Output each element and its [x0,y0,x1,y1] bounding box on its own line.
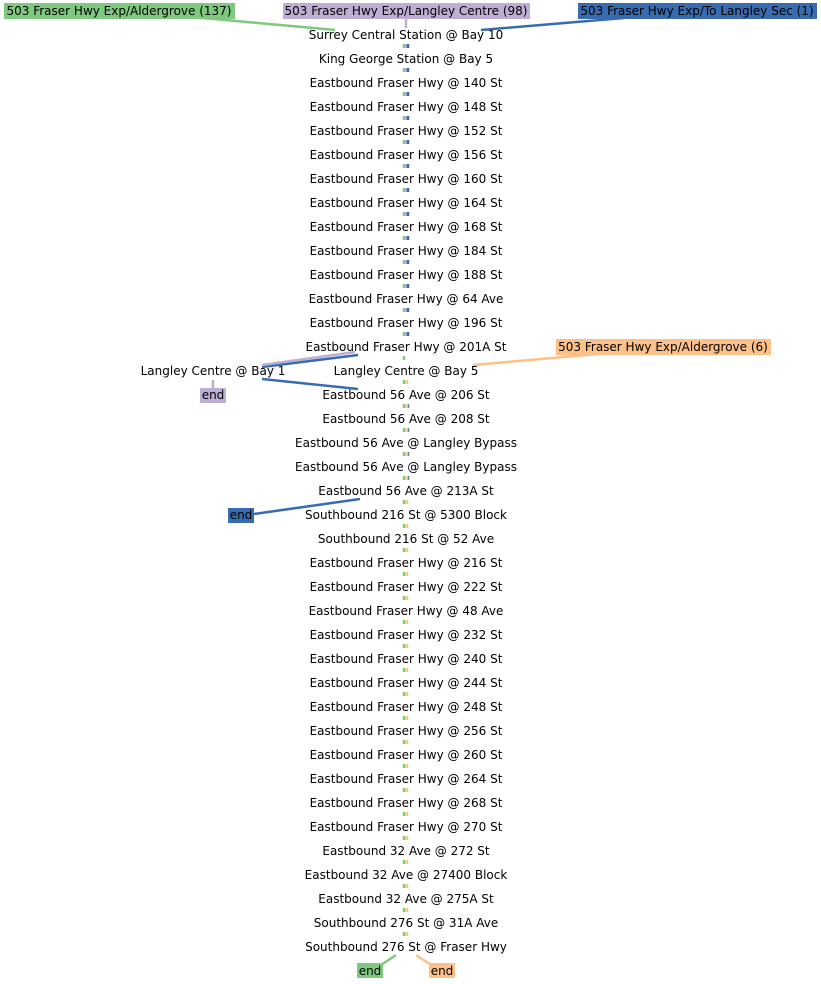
end-orange: end [431,964,454,978]
stop-label[interactable]: Eastbound Fraser Hwy @ 222 St [310,580,503,594]
edge-orange-start [472,352,599,367]
stop-label[interactable]: Eastbound Fraser Hwy @ 168 St [310,220,503,234]
stop-label[interactable]: Eastbound Fraser Hwy @ 244 St [310,676,503,690]
stop-label[interactable]: Eastbound Fraser Hwy @ 264 St [310,772,503,786]
stop-label[interactable]: Eastbound Fraser Hwy @ 248 St [310,700,503,714]
stop-label[interactable]: Eastbound Fraser Hwy @ 260 St [310,748,503,762]
stop-label[interactable]: Eastbound Fraser Hwy @ 188 St [310,268,503,282]
stop-label[interactable]: Eastbound Fraser Hwy @ 240 St [310,652,503,666]
stop-label[interactable]: Eastbound Fraser Hwy @ 270 St [310,820,503,834]
end-labels: end end end end [200,388,455,978]
stop-label[interactable]: Eastbound Fraser Hwy @ 184 St [310,244,503,258]
side-branch: Langley Centre @ Bay 1 [141,364,286,378]
stop-label[interactable]: Eastbound Fraser Hwy @ 268 St [310,796,503,810]
end-orange-bg [429,963,455,978]
stop-label[interactable]: Eastbound Fraser Hwy @ 152 St [310,124,503,138]
stop-label[interactable]: Eastbound 32 Ave @ 272 St [322,844,490,858]
stop-label[interactable]: Eastbound 56 Ave @ 208 St [322,412,490,426]
stop-labels: Surrey Central Station @ Bay 10 King Geor… [295,28,517,954]
edge-blue-to-bay1 [261,353,359,369]
end-blue-bg [228,508,254,523]
stop-langley-centre-bay-1[interactable]: Langley Centre @ Bay 1 [141,364,286,378]
edge-green-start [191,15,336,32]
stop-label[interactable]: Eastbound Fraser Hwy @ 160 St [310,172,503,186]
stop-label[interactable]: Eastbound Fraser Hwy @ 164 St [310,196,503,210]
stop-label[interactable]: Eastbound 56 Ave @ Langley Bypass [295,460,517,474]
route-label-to-langley-sec-1-bg [578,3,817,19]
edge-blue-end [253,497,361,516]
route-label-langley-centre-98-bg [283,3,530,19]
route-label-to-langley-sec-1[interactable]: 503 Fraser Hwy Exp/To Langley Sec (1) [580,4,813,18]
route-edges [191,15,625,969]
stop-label[interactable]: Surrey Central Station @ Bay 10 [309,28,503,42]
stop-label[interactable]: Eastbound Fraser Hwy @ 232 St [310,628,503,642]
stop-label[interactable]: Eastbound Fraser Hwy @ 64 Ave [309,292,504,306]
stop-label[interactable]: Southbound 276 St @ Fraser Hwy [305,940,507,954]
route-label-aldergrove-6-bg [556,339,771,355]
stop-label[interactable]: Eastbound Fraser Hwy @ 148 St [310,100,503,114]
route-labels: 503 Fraser Hwy Exp/Aldergrove (137) 503 … [4,3,817,355]
end-green: end [359,964,382,978]
route-label-aldergrove-137-bg [4,3,235,19]
route-label-aldergrove-6[interactable]: 503 Fraser Hwy Exp/Aldergrove (6) [558,340,768,354]
stop-label[interactable]: Eastbound 56 Ave @ 213A St [318,484,494,498]
route-label-langley-centre-98[interactable]: 503 Fraser Hwy Exp/Langley Centre (98) [285,4,528,18]
stop-label[interactable]: Eastbound Fraser Hwy @ 156 St [310,148,503,162]
end-purple: end [202,388,225,402]
stop-label[interactable]: Southbound 276 St @ 31A Ave [314,916,498,930]
stop-label[interactable]: Eastbound Fraser Hwy @ 256 St [310,724,503,738]
stop-label[interactable]: Southbound 216 St @ 5300 Block [305,508,507,522]
edge-blue-start [480,16,625,32]
stop-label[interactable]: Eastbound 56 Ave @ 206 St [322,388,490,402]
end-green-bg [357,963,383,978]
stop-label[interactable]: Eastbound 32 Ave @ 275A St [318,892,494,906]
stop-label[interactable]: Eastbound Fraser Hwy @ 201A St [305,340,506,354]
end-purple-bg [200,388,226,403]
stop-label[interactable]: Eastbound Fraser Hwy @ 140 St [310,76,503,90]
stop-label[interactable]: Eastbound 32 Ave @ 27400 Block [305,868,508,882]
edge-purple-to-bay1 [261,350,356,367]
stop-label[interactable]: Eastbound 56 Ave @ Langley Bypass [295,436,517,450]
stop-label[interactable]: Eastbound Fraser Hwy @ 48 Ave [309,604,504,618]
stop-label[interactable]: Eastbound Fraser Hwy @ 216 St [310,556,503,570]
stop-label[interactable]: Langley Centre @ Bay 5 [334,364,479,378]
edge-blue-from-bay1 [261,377,359,391]
stop-label[interactable]: Eastbound Fraser Hwy @ 196 St [310,316,503,330]
stop-label[interactable]: King George Station @ Bay 5 [319,52,493,66]
route-label-aldergrove-137[interactable]: 503 Fraser Hwy Exp/Aldergrove (137) [7,4,232,18]
end-blue: end [230,508,253,522]
stop-label[interactable]: Southbound 216 St @ 52 Ave [318,532,494,546]
